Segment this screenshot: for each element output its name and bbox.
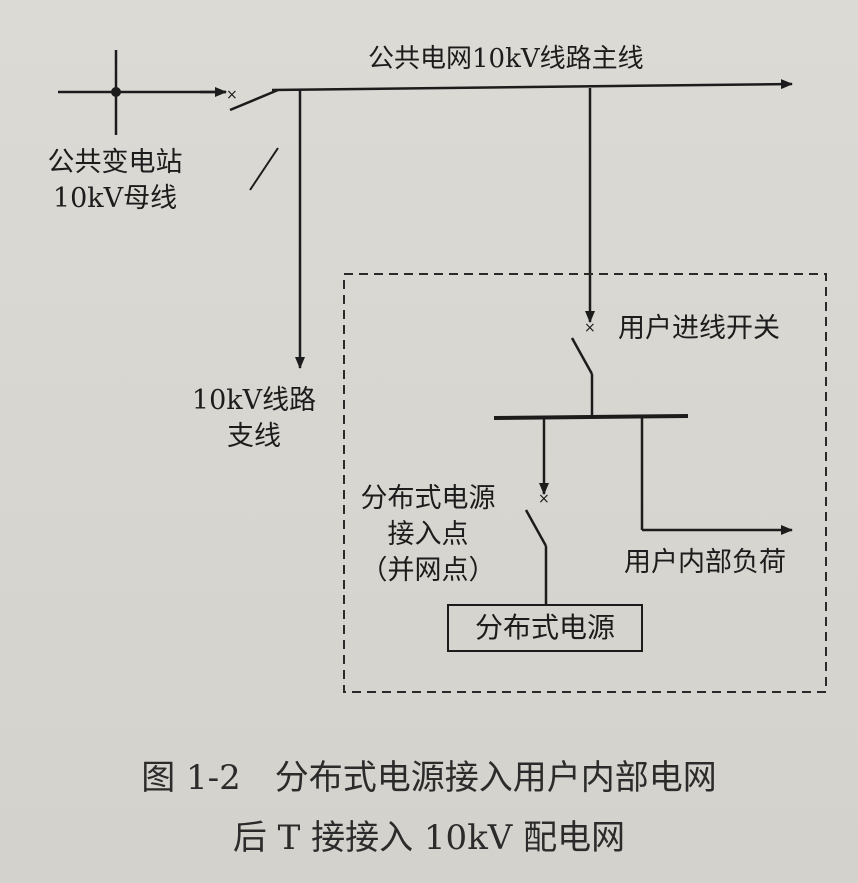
main-line	[271, 79, 793, 92]
user-premises-boundary	[343, 273, 827, 693]
dg-access-label-line3: （并网点）	[360, 555, 496, 586]
main-breaker-mark: ×	[226, 87, 238, 103]
main-line-label: 公共电网10kV线路主线	[368, 44, 644, 74]
dg-access-label-line2: 接入点	[387, 519, 469, 550]
user-switch-mark: ×	[584, 320, 596, 336]
internal-load-label: 用户内部负荷	[624, 547, 786, 578]
figure-caption-line2: 后 T 接接入 10kV 配电网	[232, 818, 626, 858]
branch-label-line2: 支线	[227, 421, 281, 452]
dg-access-label-line1: 分布式电源	[360, 483, 496, 514]
dg-switch-mark: ×	[538, 491, 550, 507]
substation-label-line1: 公共变电站	[47, 147, 183, 178]
user-switch-blade	[570, 337, 594, 375]
user-busbar	[493, 414, 689, 420]
dg-switch-blade	[524, 509, 548, 547]
main-breaker-blade	[229, 88, 279, 112]
branch-label-line1: 10kV线路	[191, 385, 317, 416]
figure-caption-line1: 图 1-2 分布式电源接入用户内部电网	[141, 758, 717, 798]
substation-label-line2: 10kV母线	[52, 183, 178, 214]
branch-switch-blade	[249, 147, 279, 191]
dg-box: 分布式电源	[447, 604, 643, 652]
user-switch-label: 用户进线开关	[618, 313, 780, 344]
